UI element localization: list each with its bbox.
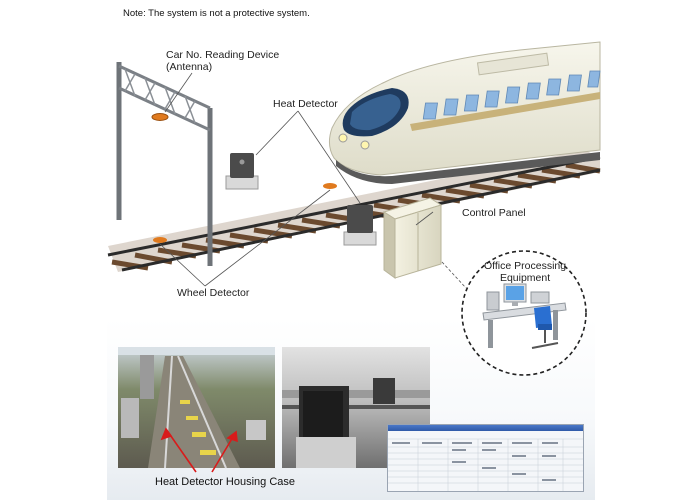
software-title-bar [388,425,583,431]
note-text: Note: The system is not a protective sys… [123,8,310,19]
label-wheel-detector: Wheel Detector [177,287,250,299]
control-panel-cabinet [382,197,443,279]
label-heat-detector: Heat Detector [273,98,338,110]
office-equipment-illustration [461,250,587,376]
housing-case-arrows [160,427,238,473]
processing-software-screenshot [387,424,584,492]
label-housing-case: Heat Detector Housing Case [155,476,296,488]
label-control-panel: Control Panel [462,207,526,219]
software-table [388,431,583,491]
train [328,41,601,184]
heat-detector-near [225,153,259,190]
wheel-detector-left [153,237,167,243]
wheel-detector-right [323,183,337,189]
heat-detector-far [343,205,377,246]
antenna-device [151,113,169,121]
leader-lines [159,72,467,289]
label-antenna: Car No. Reading Device (Antenna) [166,49,280,73]
antenna-gantry [116,62,213,266]
label-office-equipment: Office Processing Equipment [484,260,567,284]
photo-track-housing-cases [118,347,275,469]
